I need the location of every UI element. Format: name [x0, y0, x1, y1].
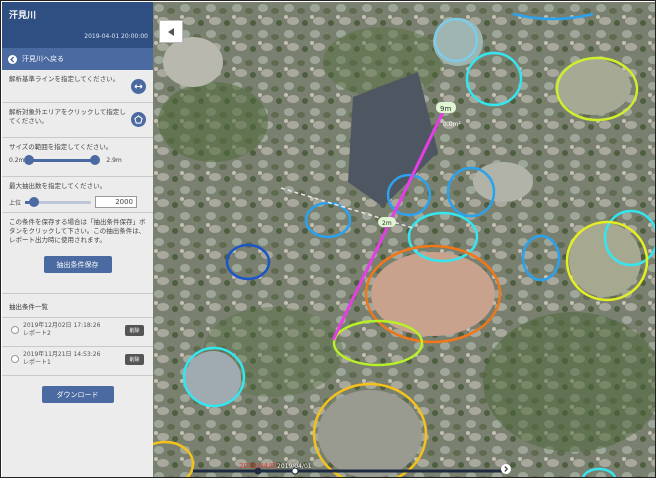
size-max-label: 2.9m: [106, 157, 122, 164]
area-instruction: 解析対象外エリアをクリックして指定してください。: [9, 108, 126, 125]
chevron-right-icon: [504, 466, 509, 472]
line-section: 解析基準ラインを指定してください。: [2, 70, 153, 103]
datetime-label: 2019-04-01 20:00:00: [84, 33, 148, 40]
size-section: サイズの範囲を指定してください。 0.2m 2.9m: [2, 138, 153, 177]
aerial-image: 0.0m² 9m 2m: [153, 2, 655, 477]
count-handle[interactable]: [29, 196, 40, 207]
save-section: この条件を保存する場合は「抽出条件保存」ボタンをクリックして下さい。この抽出条件…: [2, 213, 153, 294]
back-arrow-icon: [8, 54, 17, 64]
sidebar: 汗見川 2019-04-01 20:00:00 汗見川へ戻る 解析基準ラインを指…: [2, 2, 153, 477]
list-item[interactable]: 2019年11月21日 14:53:26 レポート1 削除: [2, 347, 153, 376]
triangle-left-icon: [167, 27, 174, 36]
size-max-handle[interactable]: [90, 155, 101, 165]
delete-button[interactable]: 削除: [125, 325, 144, 336]
list-title: 抽出条件一覧: [2, 294, 153, 318]
list-radio[interactable]: [11, 355, 19, 363]
save-note: この条件を保存する場合は「抽出条件保存」ボタンをクリックして下さい。この抽出条件…: [9, 218, 146, 244]
map-view[interactable]: 0.0m² 9m 2m 2019/04/01 2019/04/01: [153, 2, 655, 477]
area-section: 解析対象外エリアをクリックして指定してください。: [2, 103, 153, 138]
back-label: 汗見川へ戻る: [22, 55, 64, 63]
area-tool-button[interactable]: [131, 112, 146, 127]
sidebar-header: 汗見川 2019-04-01 20:00:00: [2, 2, 153, 48]
collapse-sidebar-button[interactable]: [159, 20, 183, 43]
list-item-name: レポート2: [23, 330, 51, 337]
size-min-handle[interactable]: [24, 155, 35, 165]
download-button[interactable]: ダウンロード: [41, 386, 114, 403]
list-item-date: 2019年12月02日 17:18:26: [23, 322, 101, 329]
count-input[interactable]: 2000: [95, 196, 138, 208]
count-instruction: 最大抽出数を指定してください。: [9, 182, 107, 190]
line-tool-button[interactable]: [131, 79, 146, 94]
list-item-date: 2019年11月21日 14:53:26: [23, 351, 101, 358]
count-prefix: 上位: [9, 199, 22, 207]
length-label-top: 9m: [440, 105, 451, 113]
delete-button[interactable]: 削除: [125, 354, 144, 365]
length-label-mid: 2m: [382, 220, 392, 227]
list-item[interactable]: 2019年12月02日 17:18:26 レポート2 削除: [2, 318, 153, 347]
count-section: 最大抽出数を指定してください。 上位 2000: [2, 177, 153, 213]
page-title: 汗見川: [9, 11, 37, 21]
size-range-slider[interactable]: [24, 155, 101, 165]
line-instruction: 解析基準ラインを指定してください。: [9, 75, 120, 83]
timeline-date: 2019/04/01: [277, 463, 312, 470]
timeline-bar[interactable]: 2019/04/01 2019/04/01: [153, 462, 655, 477]
save-condition-button[interactable]: 抽出条件保存: [43, 256, 112, 273]
back-button[interactable]: 汗見川へ戻る: [2, 48, 153, 70]
list-item-name: レポート1: [23, 359, 51, 366]
count-slider[interactable]: [25, 196, 92, 207]
area-label: 0.0m²: [443, 121, 461, 128]
arrows-horizontal-icon: [134, 84, 143, 89]
timeline-next-button[interactable]: [501, 464, 511, 474]
size-instruction: サイズの範囲を指定してください。: [9, 143, 113, 151]
size-min-label: 0.2m: [9, 157, 25, 164]
list-radio[interactable]: [11, 326, 19, 334]
pentagon-icon: [134, 115, 143, 124]
timeline-active-date: 2019/04/01: [239, 462, 280, 470]
